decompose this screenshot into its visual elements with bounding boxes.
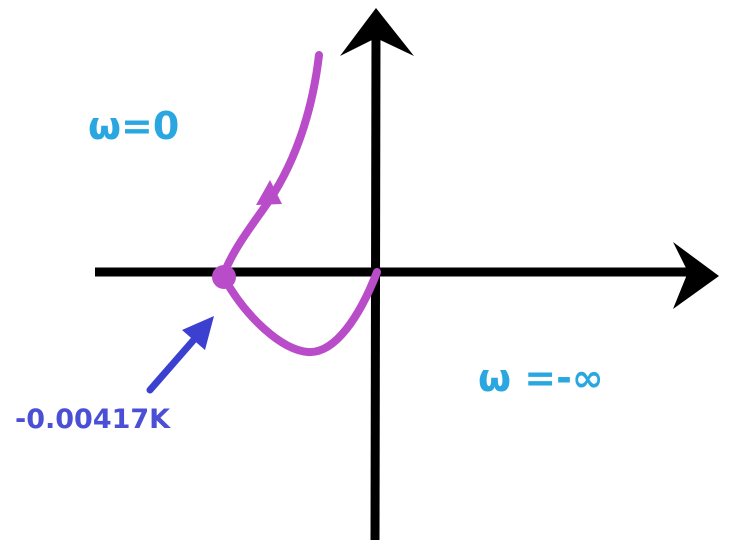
imaginary-axis-arrowhead — [340, 8, 414, 56]
omega-zero-label: ω=0 — [88, 104, 180, 148]
real-axis-crossing-point — [212, 265, 236, 289]
curve-direction-arrow — [256, 180, 282, 205]
crossing-pointer-arrowhead — [182, 316, 214, 350]
real-axis-arrowhead — [673, 242, 719, 309]
omega-negative-infinity-label: ω =-∞ — [478, 356, 604, 400]
crossing-value-label: -0.00417K — [15, 404, 171, 435]
crossing-pointer-line — [146, 331, 202, 394]
nyquist-curve — [219, 51, 381, 356]
